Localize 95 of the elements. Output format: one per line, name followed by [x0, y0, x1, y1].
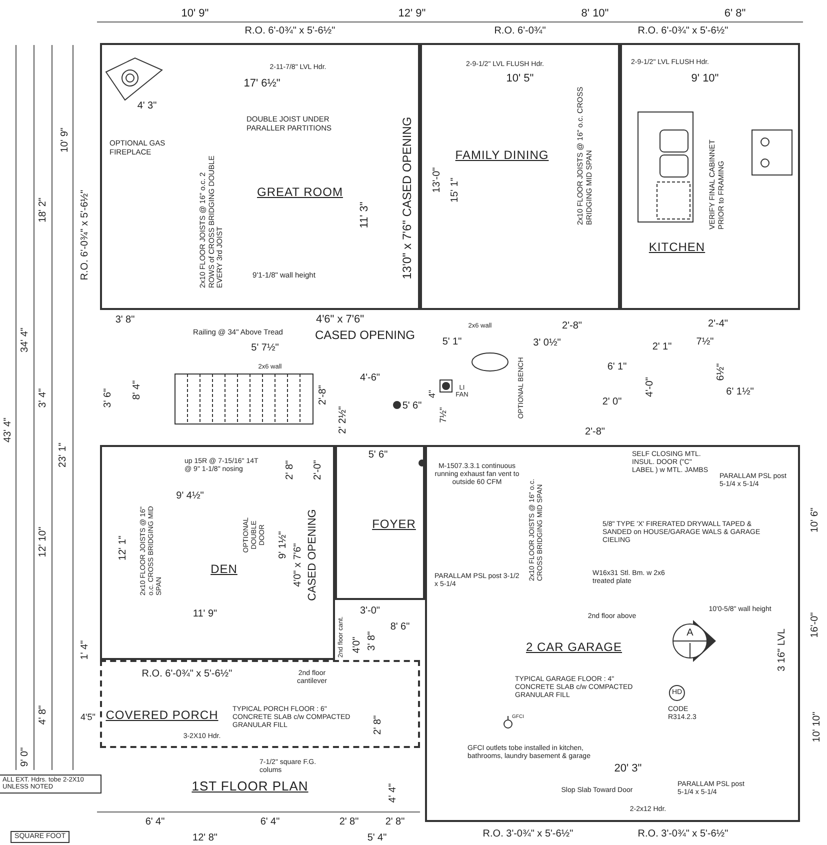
dimension-label: 4'-0"	[644, 377, 656, 397]
dimension-label: 2'-4"	[708, 318, 728, 330]
dimension-label: 10' 9"	[181, 8, 209, 20]
dimension-label: 5' 6"	[402, 400, 422, 412]
dimension-label: 2' 8"	[372, 715, 384, 735]
dimension-label: 3' 6"	[102, 388, 114, 408]
dimension-label: 2'-8"	[562, 320, 582, 332]
dimension-label: 2' 0"	[602, 396, 622, 408]
dimension-label: 10' 5"	[506, 72, 534, 86]
dimension-label: 4' 4"	[387, 783, 399, 803]
dimension-label: 16'-0"	[809, 612, 821, 638]
dimension-label: 10' 6"	[809, 508, 821, 532]
dimension-label: 12' 10"	[37, 526, 49, 558]
dimension-label: 9' 4½"	[176, 490, 204, 502]
dimension-label: 3' 0½"	[533, 337, 561, 349]
dimension-label: 7½"	[696, 336, 714, 348]
dimension-label: 2' 8"	[385, 816, 405, 828]
room-outline	[620, 43, 800, 310]
opening-label: CASED OPENING	[306, 509, 320, 601]
opening-label: 13'0" x 7'6" CASED OPENING	[401, 116, 415, 280]
dimension-label: 10' 10"	[811, 712, 823, 742]
room-name: 2 CAR GARAGE	[526, 640, 622, 654]
room-outline	[335, 445, 425, 600]
dimension-label: 34' 4"	[19, 328, 31, 352]
dimension-label: R.O. 6'-0¾" x 5'-6½"	[638, 25, 728, 37]
dimension-label: 4' 3"	[137, 100, 157, 112]
dimension-label: 2'-8"	[585, 426, 605, 438]
dimension-label: 43' 4"	[2, 418, 14, 442]
dimension-label: R.O. 6'-0¾" x 5'-6½"	[142, 668, 232, 680]
dimension-label: 5' 7½"	[251, 342, 279, 354]
dimension-label: R.O. 3'-0¾" x 5'-6½"	[482, 828, 574, 840]
dimension-label: 2' 2½"	[337, 406, 349, 434]
dimension-label: R.O. 6'-0¾" x 5'-6½"	[79, 190, 91, 280]
dimension-label: 6' 1½"	[726, 386, 754, 398]
dimension-label: 12' 8"	[192, 832, 218, 844]
dimension-label: 2'-0"	[312, 460, 324, 480]
dimension-label: 4'0"	[351, 636, 363, 654]
dimension-label: 4'6" x 7'6"	[316, 314, 364, 326]
dimension-label: 7½"	[438, 407, 448, 423]
dimension-label: 17' 6½"	[244, 78, 280, 90]
dimension-label: R.O. 6'-0¾"	[494, 25, 546, 37]
room-outline	[420, 43, 620, 310]
dimension-label: 4'0" x 7'6"	[292, 543, 304, 587]
dimension-label: 23' 1"	[57, 442, 69, 468]
dimension-label: 18' 2"	[37, 198, 49, 222]
dimension-label: 6' 4"	[145, 816, 165, 828]
dimension-label: 15' 1"	[449, 178, 461, 202]
dimension-label: 9' 0"	[19, 747, 31, 767]
dimension-label: R.O. 6'-0¾" x 5'-6½"	[244, 25, 336, 37]
dimension-label: 3 16" LVL	[776, 628, 788, 672]
dimension-label: 8' 6"	[390, 621, 410, 633]
dimension-label: 8' 10"	[581, 8, 609, 20]
dimension-label: 2' 8"	[339, 816, 359, 828]
dimension-label: 8' 4"	[131, 380, 143, 400]
dimension-label: 6½"	[715, 363, 727, 381]
dimension-label: 5' 4"	[367, 832, 387, 844]
dimension-label: 5' 6"	[368, 449, 388, 461]
dimension-label: 9' 10"	[691, 72, 719, 86]
dimension-label: 11' 3"	[358, 202, 372, 228]
dimension-label: 4'5"	[80, 712, 96, 722]
dimension-label: 20' 3"	[614, 762, 642, 776]
room-name: COVERED PORCH	[106, 708, 218, 722]
room-outline	[100, 445, 335, 660]
room-outline	[100, 43, 420, 310]
dimension-label: 4' 8"	[37, 705, 49, 725]
room-outline	[425, 445, 800, 822]
room-name: KITCHEN	[648, 240, 706, 254]
dimension-label: 12' 1"	[117, 536, 129, 560]
dimension-label: 13'-0"	[431, 167, 443, 193]
room-name: GREAT ROOM	[257, 185, 343, 199]
room-name: FAMILY DINING	[455, 148, 549, 162]
dimension-label: 3' 8"	[366, 631, 378, 651]
opening-label: CASED OPENING	[314, 329, 416, 343]
dimension-label: 11' 9"	[192, 608, 218, 620]
dimension-label: 1' 4"	[79, 640, 91, 660]
dimension-label: 3' 8"	[115, 314, 135, 326]
porch-outline	[100, 660, 420, 748]
dimension-label: 4"	[426, 390, 438, 398]
plan-title: 1ST FLOOR PLAN	[192, 780, 308, 794]
dimension-label: 2' 1"	[652, 341, 672, 353]
dimension-label: 10' 9"	[59, 128, 71, 152]
dimension-label: 2'-8"	[317, 385, 329, 405]
dimension-label: 2' 8"	[284, 460, 296, 480]
dimension-label: 9' 1½"	[277, 531, 289, 559]
dimension-label: 6' 1"	[607, 361, 627, 373]
dimension-label: 6' 4"	[260, 816, 280, 828]
dimension-label: 12' 9"	[398, 8, 426, 20]
dimension-label: 4'-6"	[360, 372, 380, 384]
room-name: FOYER	[372, 517, 416, 531]
dimension-label: R.O. 3'-0¾" x 5'-6½"	[638, 828, 728, 840]
dimension-label: 5' 1"	[442, 336, 462, 348]
dimension-label: 3'-0"	[360, 605, 380, 617]
dimension-label: 3' 4"	[37, 388, 49, 408]
room-name: DEN	[210, 562, 238, 576]
dimension-label: 6' 8"	[724, 8, 746, 20]
